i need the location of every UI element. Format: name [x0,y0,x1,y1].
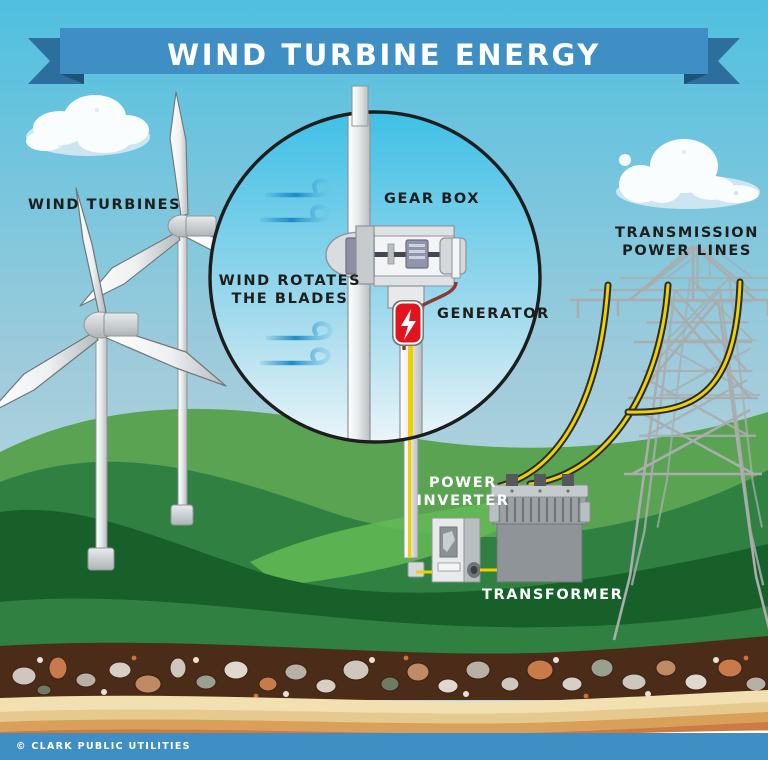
cloud-icon-left [26,95,150,156]
title-banner [28,28,740,84]
label-transformer: TRANSFORMER [482,587,624,603]
lightning-bolt-icon [392,300,424,346]
wind-swirl-icon-lower [259,321,333,378]
cloud-icon-right [616,139,760,209]
label-transmission-power-lines: TRANSMISSION POWER LINES [615,225,759,260]
footer-band [0,733,768,760]
page-title: WIND TURBINE ENERGY [167,38,601,72]
main-turbine-tower [403,429,419,559]
label-wind-rotates-the-blades: WIND ROTATES THE BLADES [218,273,362,308]
transformer [480,474,591,583]
label-generator: GENERATOR [437,306,550,322]
copyright-notice: © CLARK PUBLIC UTILITIES [16,741,191,752]
label-wind-turbines: WIND TURBINES [28,197,182,213]
power-inverter [407,517,481,583]
nacelle-cutaway [325,225,467,350]
label-power-inverter: POWER INVERTER [416,475,510,510]
turbine-blade-overflow [351,85,369,127]
soil-rocks [11,655,767,699]
transformer-bushings [506,474,574,493]
wind-swirl-icon-upper [259,178,333,235]
label-gear-box: GEAR BOX [384,191,481,207]
magnifier-circle [208,110,542,444]
soil-cross-section [0,636,768,760]
transmission-power-lines [496,278,744,490]
wind-turbine-front [0,187,227,571]
